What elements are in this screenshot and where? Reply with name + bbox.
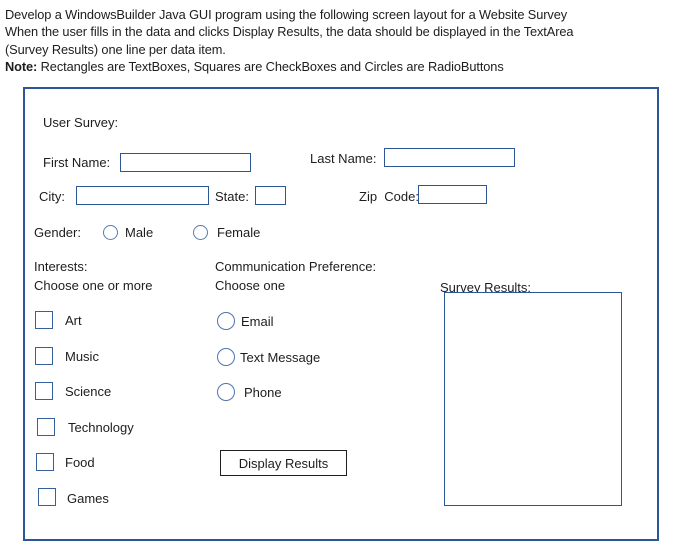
survey-form-panel: User Survey: First Name: Last Name: City… bbox=[23, 87, 659, 541]
gender-label: Gender: bbox=[34, 225, 81, 240]
text-message-radio-label: Text Message bbox=[240, 350, 321, 365]
email-radio[interactable] bbox=[217, 312, 235, 330]
male-radio[interactable] bbox=[103, 225, 118, 240]
communication-preference-label: Communication Preference: bbox=[215, 259, 377, 274]
city-label: City: bbox=[39, 189, 65, 204]
technology-checkbox-label: Technology bbox=[68, 420, 134, 435]
female-radio[interactable] bbox=[193, 225, 208, 240]
science-checkbox[interactable] bbox=[35, 382, 53, 400]
city-input[interactable] bbox=[76, 186, 209, 205]
phone-radio-label: Phone bbox=[244, 385, 282, 400]
form-title: User Survey: bbox=[43, 115, 119, 130]
food-checkbox-label: Food bbox=[65, 455, 95, 470]
zip-code-label: Zip Code: bbox=[359, 189, 419, 204]
instruction-line-2: When the user fills in the data and clic… bbox=[5, 24, 574, 40]
games-checkbox-label: Games bbox=[67, 491, 109, 506]
text-message-radio[interactable] bbox=[217, 348, 235, 366]
instruction-note-line: Note: Rectangles are TextBoxes, Squares … bbox=[5, 58, 675, 75]
last-name-input[interactable] bbox=[384, 148, 515, 167]
art-checkbox-label: Art bbox=[65, 313, 82, 328]
interests-sublabel: Choose one or more bbox=[34, 278, 153, 293]
first-name-label: First Name: bbox=[43, 155, 111, 170]
state-label: State: bbox=[215, 189, 249, 204]
male-radio-label: Male bbox=[125, 225, 154, 240]
technology-checkbox[interactable] bbox=[37, 418, 55, 436]
instruction-line-3: (Survey Results) one line per data item. bbox=[5, 41, 226, 57]
science-checkbox-label: Science bbox=[65, 384, 112, 399]
survey-results-textarea[interactable] bbox=[444, 292, 622, 506]
last-name-label: Last Name: bbox=[310, 151, 377, 166]
female-radio-label: Female bbox=[217, 225, 261, 240]
survey-results-label: Survey Results: bbox=[440, 280, 532, 295]
music-checkbox[interactable] bbox=[35, 347, 53, 365]
interests-label: Interests: bbox=[34, 259, 88, 274]
instruction-line-1: Develop a WindowsBuilder Java GUI progra… bbox=[5, 7, 568, 22]
email-radio-label: Email bbox=[241, 314, 274, 329]
music-checkbox-label: Music bbox=[65, 349, 99, 364]
food-checkbox[interactable] bbox=[36, 453, 54, 471]
state-input[interactable] bbox=[255, 186, 286, 205]
zip-code-input[interactable] bbox=[418, 185, 487, 204]
art-checkbox[interactable] bbox=[35, 311, 53, 329]
note-text: Rectangles are TextBoxes, Squares are Ch… bbox=[37, 59, 504, 75]
communication-preference-sublabel: Choose one bbox=[215, 278, 286, 293]
first-name-input[interactable] bbox=[120, 153, 251, 172]
phone-radio[interactable] bbox=[217, 383, 235, 401]
display-results-button[interactable]: Display Results bbox=[220, 450, 347, 476]
games-checkbox[interactable] bbox=[38, 488, 56, 506]
assignment-instructions: Develop a WindowsBuilder Java GUI progra… bbox=[5, 6, 675, 76]
note-label: Note: bbox=[5, 59, 38, 75]
